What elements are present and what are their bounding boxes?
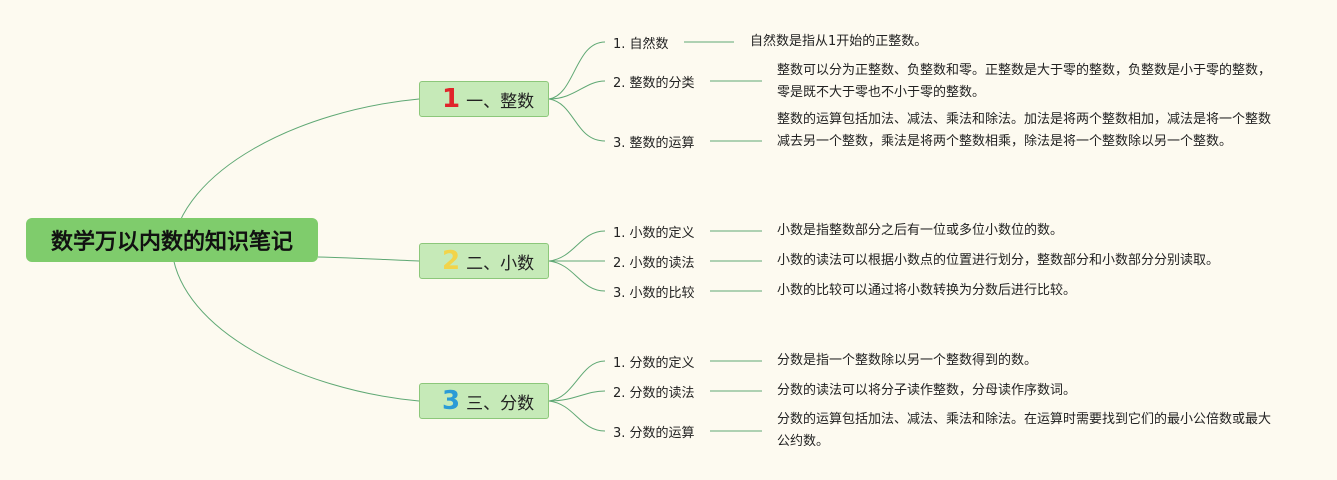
link-b3-s1	[548, 360, 606, 402]
subtopic-integer-operations[interactable]: 3. 整数的运算	[613, 136, 695, 151]
description-fraction-definition: 分数是指一个整数除以另一个整数得到的数。	[777, 353, 1038, 368]
root-topic[interactable]: 数学万以内数的知识笔记	[26, 218, 318, 262]
description-decimal-reading: 小数的读法可以根据小数点的位置进行划分，整数部分和小数部分分别读取。	[777, 253, 1220, 268]
link-b1-s2	[548, 80, 606, 100]
description-integer-classification: 整数可以分为正整数、负整数和零。正整数是大于零的整数，负整数是小于零的整数，零是…	[777, 63, 1272, 100]
description-integer-operations: 整数的运算包括加法、减法、乘法和除法。加法是将两个整数相加，减法是将一个整数减去…	[777, 112, 1272, 149]
branch-integers[interactable]: 1 一、整数	[419, 81, 549, 117]
number-2-icon: 2	[442, 246, 461, 276]
subtopic-decimal-comparison[interactable]: 3. 小数的比较	[613, 286, 695, 301]
description-decimal-definition: 小数是指整数部分之后有一位或多位小数位的数。	[777, 223, 1064, 238]
subtopic-fraction-operations[interactable]: 3. 分数的运算	[613, 426, 695, 441]
link-root-branch-2	[317, 256, 420, 262]
subtopic-fraction-reading[interactable]: 2. 分数的读法	[613, 386, 695, 401]
subtopic-decimal-reading[interactable]: 2. 小数的读法	[613, 256, 695, 271]
link-b3-s2	[548, 390, 606, 402]
link-root-branch-3	[171, 249, 420, 402]
description-fraction-operations: 分数的运算包括加法、减法、乘法和除法。在运算时需要找到它们的最小公倍数或最大公约…	[777, 412, 1272, 449]
subtopic-fraction-definition[interactable]: 1. 分数的定义	[613, 356, 695, 371]
branch-label: 三、分数	[466, 393, 535, 414]
subtopic-decimal-definition[interactable]: 1. 小数的定义	[613, 226, 695, 241]
branch-label: 二、小数	[466, 253, 535, 274]
description-natural-numbers: 自然数是指从1开始的正整数。	[750, 34, 928, 49]
branch-decimals[interactable]: 2 二、小数	[419, 243, 549, 279]
link-b3-s3	[548, 400, 606, 432]
link-b2-s1	[548, 230, 606, 262]
root-title: 数学万以内数的知识笔记	[50, 230, 293, 255]
description-decimal-comparison: 小数的比较可以通过将小数转换为分数后进行比较。	[777, 283, 1077, 298]
link-b1-s3	[548, 98, 606, 142]
branch-fractions[interactable]: 3 三、分数	[419, 383, 549, 419]
link-b1-s1	[548, 41, 606, 100]
number-3-icon: 3	[442, 386, 461, 416]
description-fraction-reading: 分数的读法可以将分子读作整数，分母读作序数词。	[777, 383, 1077, 398]
subtopic-natural-numbers[interactable]: 1. 自然数	[613, 37, 669, 52]
link-b2-s3	[548, 260, 606, 292]
number-1-icon: 1	[442, 84, 461, 114]
subtopic-integer-classification[interactable]: 2. 整数的分类	[613, 76, 695, 91]
branch-label: 一、整数	[466, 91, 535, 112]
